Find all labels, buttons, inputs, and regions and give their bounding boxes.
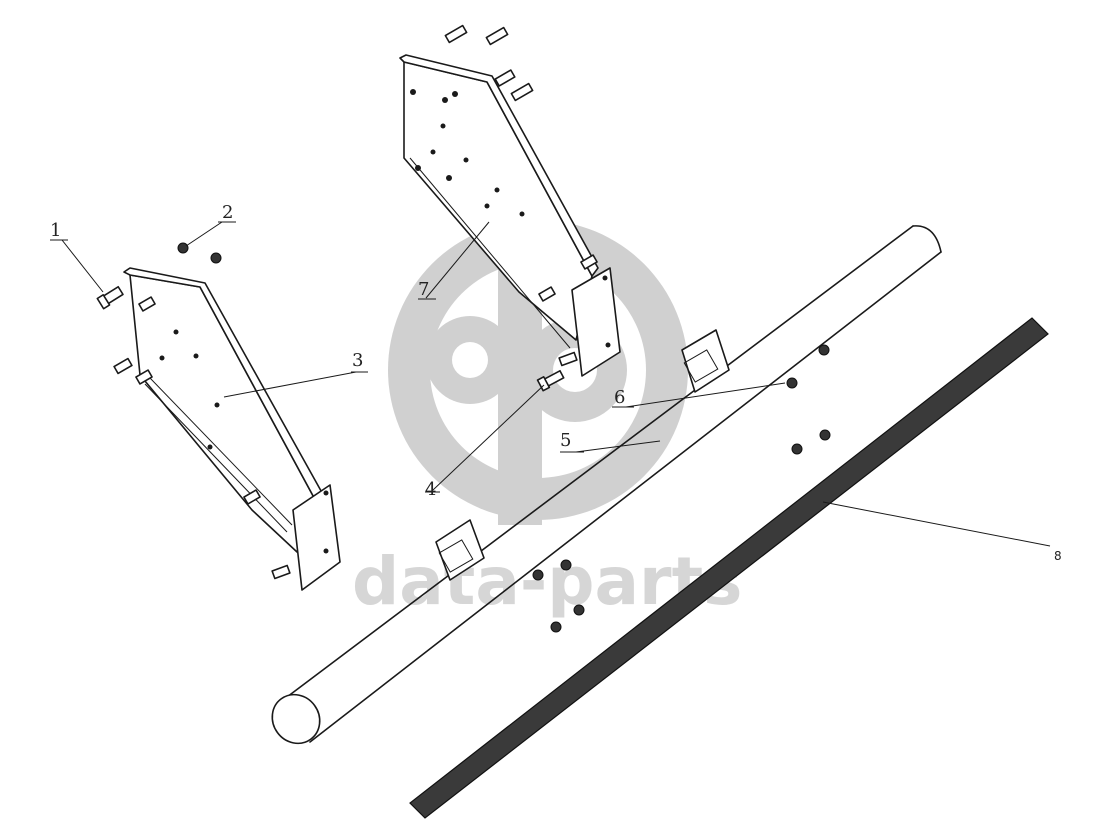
bolt-part-4 [536,369,565,392]
callout-4: 4 [425,479,436,500]
callout-2: 2 [222,202,233,223]
upper-bracket-part-7 [399,24,621,377]
leader-lines [50,221,1051,547]
callout-7: 7 [418,279,429,300]
nuts-on-tube [532,344,831,633]
callout-6: 6 [614,387,625,408]
bolt-part-1 [96,285,124,310]
callout-labels: 1 2 3 4 5 6 7 8 [50,202,1062,563]
tube-bracket-upper [681,329,730,393]
callout-8: 8 [1054,549,1062,563]
callout-3: 3 [352,350,363,371]
callout-1: 1 [50,220,61,241]
nuts-part-2 [177,242,222,264]
flat-bar-part-8 [409,317,1049,819]
callout-5: 5 [560,430,571,451]
tube-bracket-lower [435,519,485,581]
left-bracket-part-3 [113,267,341,591]
tube-part-5 [271,225,942,745]
